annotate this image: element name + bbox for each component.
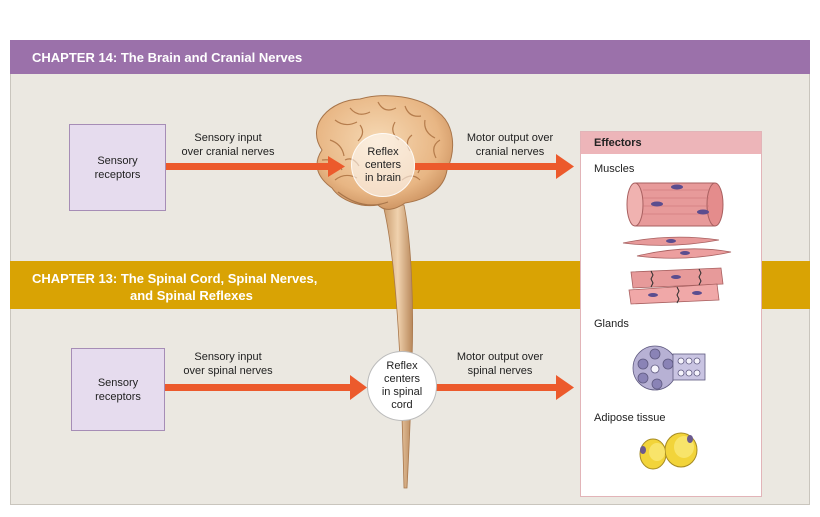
motor-output-cranial-label: Motor output over cranial nerves [445,131,575,159]
spinal-center-line3: in spinal [381,386,423,398]
receptors-label-line2: receptors [94,168,141,181]
chapter-13-title-line2: and Spinal Reflexes [130,288,253,303]
reflex-centers-brain: Reflex centers in brain [351,133,415,197]
motor-output-line2: cranial nerves [475,146,545,158]
sensory-input-line1: Sensory input [194,132,262,144]
cardiac-muscle-icon [628,267,724,305]
sensory-input-arrow-top [165,163,333,170]
sensory-input-cranial-label: Sensory input over cranial nerves [163,131,293,159]
chapter-13-title-line1: CHAPTER 13: The Spinal Cord, Spinal Nerv… [32,271,318,286]
spinal-center-line1: Reflex [386,360,418,372]
spinal-cord [382,204,413,489]
skeletal-muscle-icon [626,182,724,227]
receptors-label-line1: Sensory [97,376,139,389]
effectors-panel: Effectors Muscles Glands Adipose tissue [580,131,762,497]
sensory-receptors-box-top: Sensory receptors [69,124,166,211]
motor-output-line2: spinal nerves [467,365,533,377]
gland-icon [632,345,706,391]
sensory-receptors-box-bottom: Sensory receptors [71,348,165,431]
adipose-tissue-label: Adipose tissue [594,412,666,424]
chapter-14-title: CHAPTER 14: The Brain and Cranial Nerves [32,50,303,65]
adipose-tissue-icon [639,432,698,470]
effector-illustrations [622,182,732,470]
chapter-14-header: CHAPTER 14: The Brain and Cranial Nerves [10,40,810,74]
brain-center-line2: centers [364,158,402,171]
motor-output-line1: Motor output over [466,132,554,144]
muscles-label: Muscles [594,163,635,175]
sensory-input-line2: over cranial nerves [181,146,275,158]
sensory-input-line2: over spinal nerves [183,365,273,377]
motor-output-line1: Motor output over [456,351,544,363]
reflex-centers-spinal-cord: Reflex centers in spinal cord [367,351,437,421]
glands-label: Glands [594,318,629,330]
spinal-center-line2: centers [383,373,421,385]
sensory-input-spinal-label: Sensory input over spinal nerves [163,350,293,378]
motor-output-arrow-top [415,163,561,170]
sensory-input-line1: Sensory input [194,351,262,363]
smooth-muscle-icon [622,236,732,259]
brain-center-line1: Reflex [367,145,399,158]
sensory-input-arrow-bottom [165,384,353,391]
motor-output-spinal-label: Motor output over spinal nerves [435,350,565,378]
receptors-label-line1: Sensory [97,154,138,167]
receptors-label-line2: receptors [95,390,141,403]
bottom-arrows [165,375,574,400]
spinal-center-line4: cord [391,399,413,411]
top-arrows [165,154,574,179]
motor-output-arrow-bottom [436,384,560,391]
brain-center-line3: in brain [364,171,402,184]
effectors-title: Effectors [581,132,761,154]
